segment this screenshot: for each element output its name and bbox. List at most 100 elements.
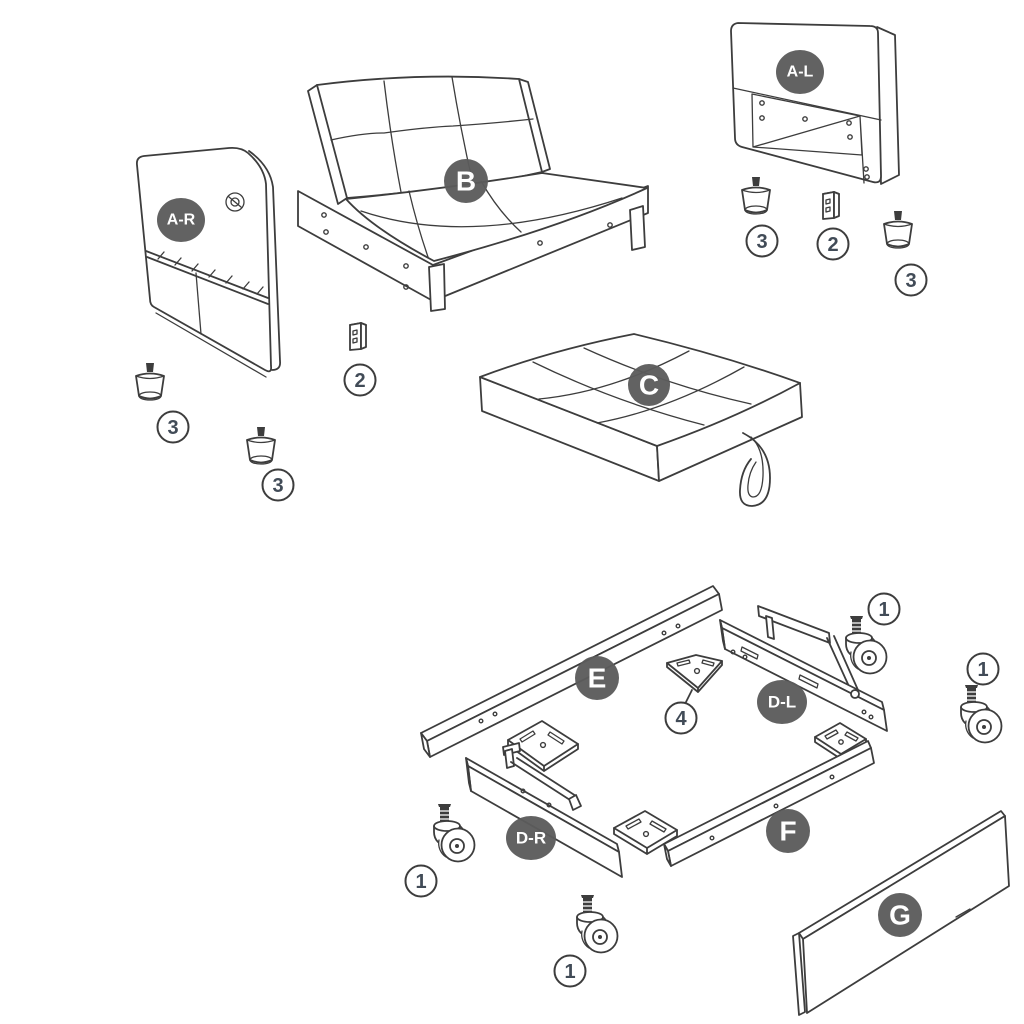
screw-holes: [321, 212, 613, 290]
panel-face: [135, 146, 273, 373]
seam-hatching: [157, 251, 264, 295]
hinge-post: [504, 748, 515, 769]
tuft-seams: [538, 350, 745, 424]
qty-label: 1: [878, 599, 889, 621]
qty-circle-2: [343, 363, 377, 397]
part-badges: A-R B A-L C E D-L D-R F G: [157, 50, 922, 937]
upholstery-seam: [145, 250, 269, 305]
mounting-board-outline: [751, 93, 865, 184]
rail-e: [420, 585, 723, 758]
screw-holes: [520, 788, 552, 808]
qty-circle-4: [664, 701, 698, 735]
callout-leader-line: [684, 689, 693, 705]
qty-label: 4: [675, 708, 687, 730]
hinge-arm: [510, 757, 577, 801]
part-badge-label: A-R: [167, 212, 196, 229]
qty-label: 2: [827, 234, 838, 256]
part-badge-d-r: [506, 816, 556, 860]
connector-fitting-icon: [225, 192, 245, 212]
bracket-part4-icon: [507, 720, 579, 772]
qty-circle-3: [745, 224, 779, 258]
part-badge-label: D-R: [516, 829, 546, 848]
qty-label: 2: [354, 370, 365, 392]
seat-right-leg: [629, 205, 646, 251]
seat-cushion: [345, 172, 648, 262]
part-badge-a-r: [157, 198, 205, 242]
panel-a-r: [135, 146, 281, 378]
qty-circle-3: [261, 468, 295, 502]
panel-face: [730, 22, 882, 184]
cushion-divider-seam: [195, 272, 202, 335]
qty-label: 3: [272, 475, 283, 497]
qty-circle-1: [404, 864, 438, 898]
leg-part3-icon: [741, 176, 771, 215]
rail-end-cap: [719, 619, 726, 650]
rail-end-cap: [420, 732, 431, 758]
caster-part1-icon: [433, 803, 476, 863]
panel-end-cap: [792, 932, 806, 1016]
spacer-part2-icon: [349, 322, 367, 351]
rail-end-cap: [663, 843, 672, 867]
qty-circle-3: [894, 263, 928, 297]
panel-a-l: [730, 22, 900, 185]
qty-circle-1: [553, 954, 587, 988]
pull-strap-outer: [739, 432, 771, 507]
backrest-tuft-seam-horizontal: [330, 118, 534, 141]
screw-holes: [709, 774, 835, 841]
pull-strap-inner: [747, 436, 764, 498]
part-badge-label: C: [639, 370, 659, 401]
bracket-part4-icon: [666, 654, 723, 693]
rail-front-face: [667, 747, 875, 867]
leg-part3-icon: [883, 210, 913, 249]
hinge-foot: [568, 794, 582, 811]
part-badge-label: E: [588, 663, 607, 694]
qty-label: 1: [564, 961, 575, 983]
panel-surface-mark: [955, 908, 971, 918]
qty-circle-1: [966, 652, 1000, 686]
connector-fitting-mark: [228, 196, 242, 208]
leg-part3-icon: [135, 362, 165, 401]
screw-holes: [730, 649, 874, 720]
leg-part3-icon: [246, 426, 276, 465]
seat-front-leg: [428, 263, 446, 312]
seat-tuft-seam-horizontal: [360, 197, 623, 228]
hardware-callouts: 3 3 3 3 2 2 1 1 1 1 4: [156, 224, 1000, 988]
bracket-part4-icon: [613, 810, 678, 855]
part-badge-label: A-L: [787, 64, 814, 81]
part-badge-label: B: [456, 166, 476, 197]
part-badge-e: [575, 656, 619, 700]
part-badge-label: G: [889, 900, 911, 931]
hinge-post: [765, 615, 775, 640]
part-badge-b: [444, 159, 488, 203]
part-badge-c: [628, 364, 670, 406]
screw-holes: [759, 100, 870, 180]
backrest-side-edge: [518, 78, 551, 173]
part-badge-label: D-L: [768, 693, 796, 712]
ottoman-c: [479, 333, 803, 507]
part-badge-d-l: [757, 680, 807, 724]
qty-label: 3: [756, 231, 767, 253]
rail-end-cap: [465, 757, 472, 792]
caster-part1-icon: [576, 894, 619, 954]
rail-slots: [740, 646, 819, 689]
panel-bottom-thickness: [155, 312, 267, 378]
rail-d-l: [719, 605, 888, 732]
qty-circle-2: [816, 227, 850, 261]
seat-unit-b: [297, 75, 649, 312]
connector-fitting-inner: [230, 197, 240, 207]
backrest-side-edge: [307, 84, 348, 205]
qty-circle-1: [867, 592, 901, 626]
part-badge-f: [766, 809, 810, 853]
qty-label: 1: [977, 659, 988, 681]
part-badge-a-l: [776, 50, 824, 94]
part-badge-g: [878, 893, 922, 937]
screw-holes: [478, 623, 681, 724]
qty-label: 1: [415, 871, 426, 893]
spacer-part2-icon: [822, 191, 840, 220]
qty-label: 3: [167, 417, 178, 439]
part-badge-label: F: [779, 816, 796, 847]
caster-part1-icon: [960, 684, 1003, 744]
rail-f: [663, 740, 875, 867]
